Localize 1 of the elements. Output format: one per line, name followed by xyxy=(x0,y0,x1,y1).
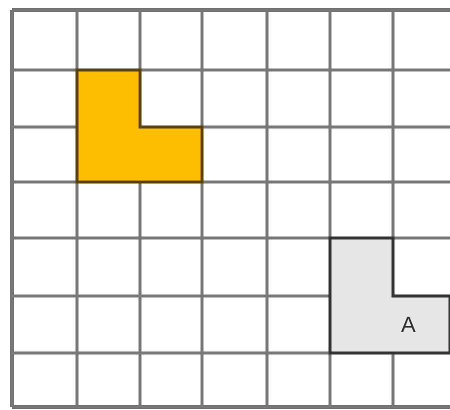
shape-letter: A xyxy=(401,314,416,336)
